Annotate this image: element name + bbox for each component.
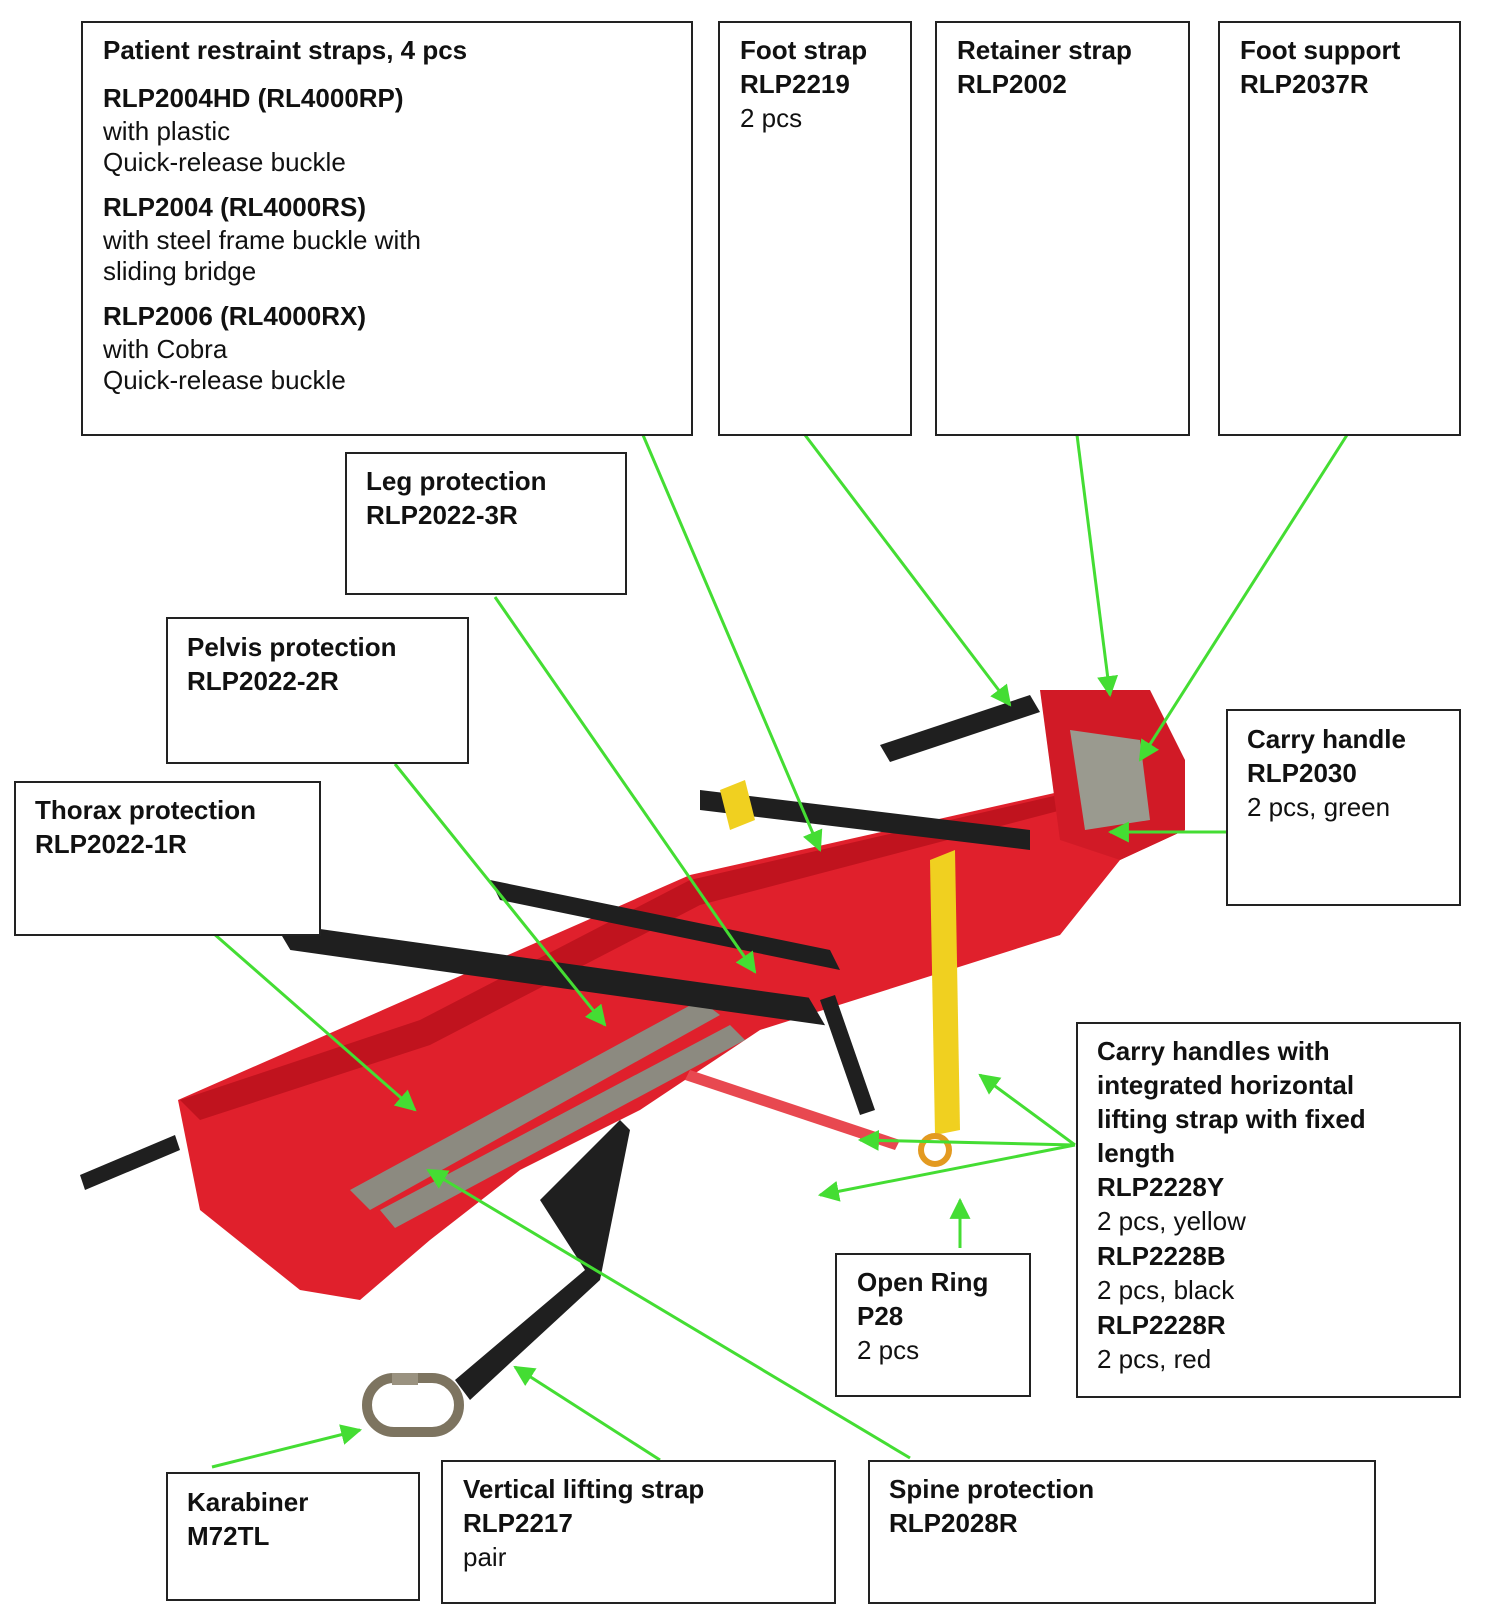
callout-restraint-straps	[81, 21, 693, 436]
lifting-line1: Carry handles with	[1097, 1036, 1330, 1066]
lifting-b-qty: 2 pcs, black	[1097, 1275, 1235, 1305]
callout-carry-handles-lifting	[1076, 1022, 1461, 1398]
carry-handle-code: RLP2030	[1247, 758, 1357, 788]
karabiner-image	[362, 1373, 464, 1437]
spine-protection-code: RLP2028R	[889, 1508, 1018, 1538]
open-ring-code: P28	[857, 1301, 904, 1331]
vertical-strap-code: RLP2217	[463, 1508, 573, 1538]
restraint-b-line2: sliding bridge	[103, 256, 257, 286]
pelvis-protection-title: Pelvis protection	[187, 632, 397, 662]
retainer-strap-title: Retainer strap	[957, 35, 1132, 65]
callout-vertical-lifting-strap	[441, 1460, 836, 1604]
open-ring-title: Open Ring	[857, 1267, 989, 1297]
callout-thorax-protection	[14, 781, 321, 936]
restraint-b-code: RLP2004 (RL4000RS)	[103, 192, 366, 222]
lifting-r-qty: 2 pcs, red	[1097, 1344, 1212, 1374]
callout-pelvis-protection	[166, 617, 469, 764]
retainer-strap-code: RLP2002	[957, 69, 1067, 99]
callout-open-ring	[835, 1253, 1031, 1397]
restraint-c-line1: with Cobra	[103, 334, 228, 364]
foot-support-code: RLP2037R	[1240, 69, 1369, 99]
open-ring-qty: 2 pcs	[857, 1335, 920, 1365]
spine-protection-title: Spine protection	[889, 1474, 1095, 1504]
lifting-b-code: RLP2228B	[1097, 1241, 1226, 1271]
callout-foot-strap	[718, 21, 912, 436]
callout-carry-handle	[1226, 709, 1461, 906]
restraint-a-line2: Quick-release buckle	[103, 147, 346, 177]
callout-spine-protection	[868, 1460, 1376, 1604]
carry-handle-title: Carry handle	[1247, 724, 1406, 754]
leg-protection-code: RLP2022-3R	[366, 500, 518, 530]
stretcher-illustration	[80, 690, 1185, 1400]
karabiner-title: Karabiner	[187, 1487, 309, 1517]
lifting-r-code: RLP2228R	[1097, 1310, 1226, 1340]
lifting-line2: integrated horizontal	[1097, 1070, 1355, 1100]
foot-strap-qty: 2 pcs	[740, 103, 803, 133]
callout-karabiner	[166, 1472, 420, 1601]
restraint-c-line2: Quick-release buckle	[103, 365, 346, 395]
foot-strap-title: Foot strap	[740, 35, 868, 65]
lifting-y-qty: 2 pcs, yellow	[1097, 1206, 1246, 1236]
carry-handle-qty: 2 pcs, green	[1247, 792, 1391, 822]
callout-leg-protection	[345, 452, 627, 595]
pointer-arrows	[211, 427, 1349, 1469]
thorax-protection-code: RLP2022-1R	[35, 829, 187, 859]
lifting-y-code: RLP2228Y	[1097, 1172, 1225, 1202]
restraint-title: Patient restraint straps, 4 pcs	[103, 35, 468, 65]
vertical-strap-qty: pair	[463, 1542, 507, 1572]
callout-foot-support	[1218, 21, 1461, 436]
spine-protection-shape	[350, 1000, 720, 1210]
thorax-protection-title: Thorax protection	[35, 795, 257, 825]
foot-strap-code: RLP2219	[740, 69, 850, 99]
lifting-line4: length	[1097, 1138, 1175, 1168]
restraint-a-line1: with plastic	[103, 116, 231, 146]
lifting-line3: lifting strap with fixed	[1097, 1104, 1366, 1134]
foot-support-title: Foot support	[1240, 35, 1401, 65]
restraint-c-code: RLP2006 (RL4000RX)	[103, 301, 366, 331]
vertical-strap-title: Vertical lifting strap	[463, 1474, 705, 1504]
pelvis-protection-code: RLP2022-2R	[187, 666, 339, 696]
restraint-b-line1: with steel frame buckle with	[103, 225, 421, 255]
restraint-a-code: RLP2004HD (RL4000RP)	[103, 83, 404, 113]
leg-protection-title: Leg protection	[366, 466, 547, 496]
karabiner-code: M72TL	[187, 1521, 270, 1551]
callout-retainer-strap	[935, 21, 1190, 436]
